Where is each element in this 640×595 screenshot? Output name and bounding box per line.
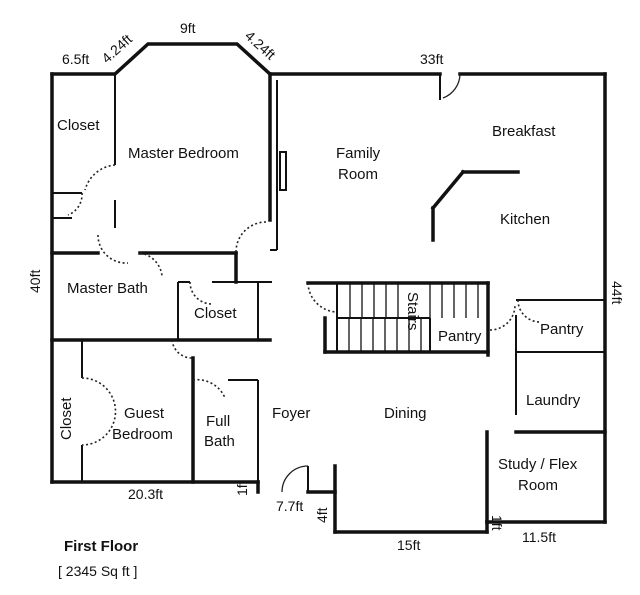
dim-7-7ft: 7.7ft (276, 498, 303, 514)
room-pantry-right: Pantry (540, 321, 584, 338)
doors (67, 73, 541, 493)
room-guest-line2: Bedroom (112, 426, 173, 443)
room-master-bath: Master Bath (67, 280, 148, 297)
stair-treads (348, 283, 479, 352)
interior-walls (50, 72, 607, 524)
dim-4ft: 4ft (314, 507, 330, 523)
room-labels: Closet Master Bedroom Family Room Breakf… (57, 117, 584, 494)
room-study-line1: Study / Flex (498, 456, 578, 473)
exterior-walls (50, 42, 607, 534)
room-family-line2: Room (338, 166, 378, 183)
room-stairs: Stairs (404, 292, 421, 330)
dim-4-24ft-right: 4.24ft (242, 27, 279, 62)
room-foyer: Foyer (272, 405, 310, 422)
plan-title: First Floor (64, 538, 139, 555)
room-closet-guest: Closet (58, 397, 75, 440)
dim-15ft: 15ft (397, 537, 420, 553)
dim-44ft: 44ft (609, 281, 625, 304)
dim-40ft: 40ft (27, 270, 43, 293)
room-pantry-center: Pantry (438, 328, 482, 345)
room-laundry: Laundry (526, 392, 581, 409)
room-closet-hall: Closet (194, 305, 237, 322)
dim-1ft-left: 1ft (234, 480, 250, 496)
room-full-bath-line2: Bath (204, 433, 235, 450)
dim-1ft-right: 1ft (489, 515, 505, 531)
room-guest-line1: Guest (124, 405, 165, 422)
room-kitchen: Kitchen (500, 211, 550, 228)
room-master-bedroom: Master Bedroom (128, 145, 239, 162)
room-study-line2: Room (518, 477, 558, 494)
dim-6-5ft: 6.5ft (62, 51, 89, 67)
room-family-line1: Family (336, 145, 381, 162)
dimension-labels: 6.5ft 4.24ft 9ft 4.24ft 33ft 40ft 44ft 2… (27, 20, 625, 553)
room-breakfast: Breakfast (492, 123, 556, 140)
room-full-bath-line1: Full (206, 413, 230, 430)
dim-33ft: 33ft (420, 51, 443, 67)
room-dining: Dining (384, 405, 427, 422)
dim-9ft: 9ft (180, 20, 196, 36)
dim-20-3ft: 20.3ft (128, 486, 163, 502)
room-closet-master: Closet (57, 117, 100, 134)
plan-area: [ 2345 Sq ft ] (58, 563, 138, 579)
dim-11-5ft: 11.5ft (522, 529, 556, 545)
